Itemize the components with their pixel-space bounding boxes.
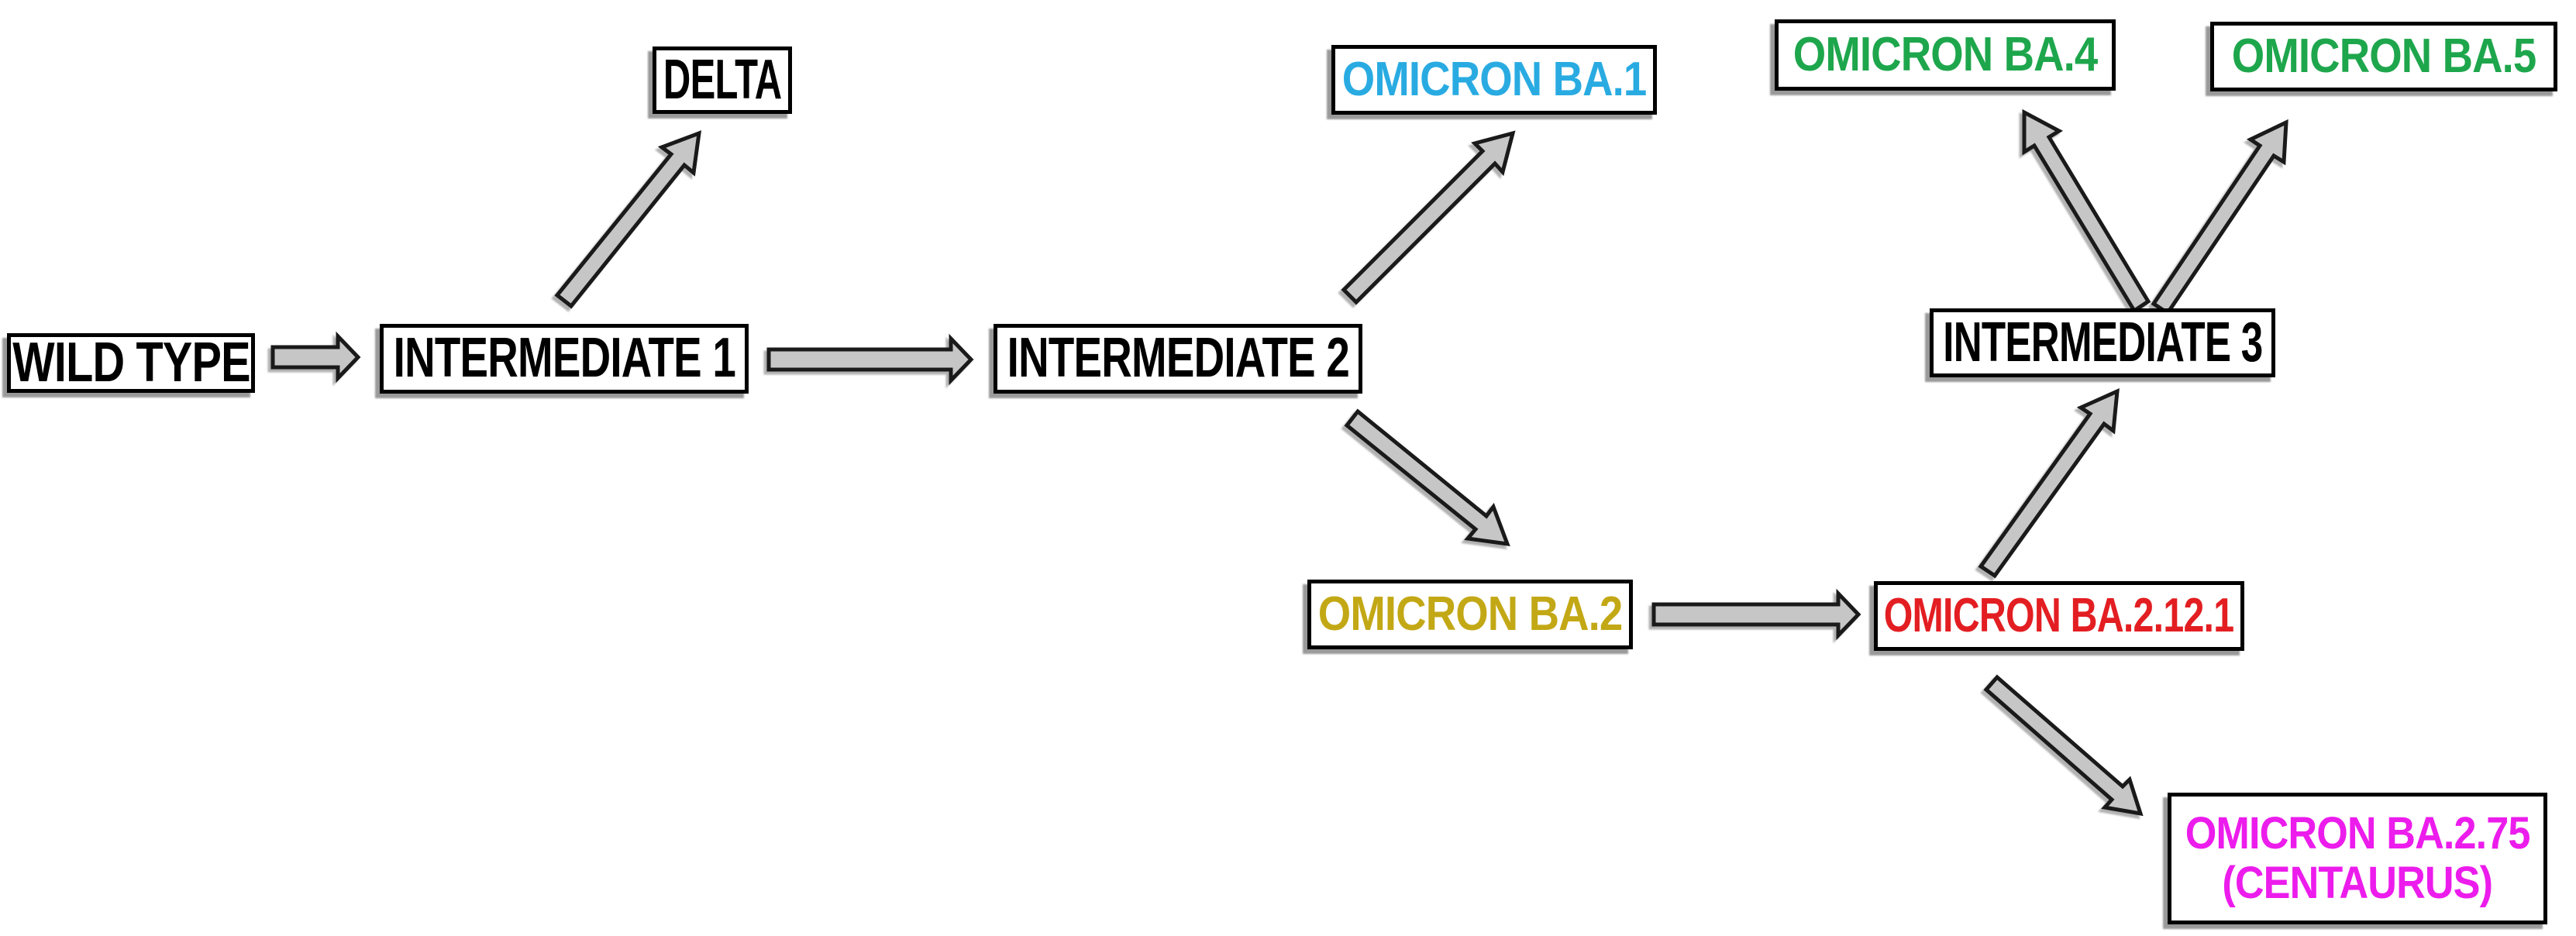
node-omicron-ba2121-label: OMICRON BA.2.12.1 <box>1884 588 2234 642</box>
node-intermediate-2: INTERMEDIATE 2 <box>994 324 1362 394</box>
node-omicron-ba4: OMICRON BA.4 <box>1775 19 2116 91</box>
arrow-omicron-ba2121-to-intermediate3 <box>1978 387 2120 579</box>
node-omicron-ba2121: OMICRON BA.2.12.1 <box>1874 581 2244 651</box>
node-intermediate-1-label: INTERMEDIATE 1 <box>393 327 735 390</box>
arrow-wildtype-to-intermediate1 <box>270 331 361 384</box>
node-omicron-ba1: OMICRON BA.1 <box>1331 45 1657 115</box>
node-delta-label: DELTA <box>663 48 782 111</box>
node-omicron-ba4-label: OMICRON BA.4 <box>1793 27 2098 81</box>
arrow-intermediate2-to-omicron-ba1 <box>1341 130 1516 305</box>
node-omicron-ba275-label-line2: (CENTAURUS) <box>2222 858 2494 908</box>
node-wild-type-label: WILD TYPE <box>12 331 250 394</box>
arrow-omicron-ba2-to-omicron-ba2121 <box>1651 588 1861 641</box>
node-intermediate-3: INTERMEDIATE 3 <box>1930 308 2275 377</box>
node-omicron-ba2: OMICRON BA.2 <box>1307 580 1633 649</box>
node-omicron-ba1-label: OMICRON BA.1 <box>1341 52 1647 106</box>
node-omicron-ba5-label: OMICRON BA.5 <box>2231 29 2536 83</box>
arrow-omicron-ba2121-to-omicron-ba275 <box>1983 674 2144 817</box>
arrow-intermediate2-to-omicron-ba2 <box>1344 408 1510 547</box>
node-omicron-ba275-centaurus: OMICRON BA.2.75 (CENTAURUS) <box>2168 793 2547 924</box>
arrow-intermediate3-to-omicron-ba5 <box>2151 119 2288 316</box>
node-omicron-ba5: OMICRON BA.5 <box>2210 22 2557 91</box>
node-intermediate-3-label: INTERMEDIATE 3 <box>1942 311 2263 373</box>
node-wild-type: WILD TYPE <box>7 331 255 394</box>
arrow-intermediate3-to-omicron-ba4 <box>2022 108 2151 314</box>
node-intermediate-2-label: INTERMEDIATE 2 <box>1007 327 1349 390</box>
node-intermediate-1: INTERMEDIATE 1 <box>380 324 749 394</box>
node-delta: DELTA <box>653 46 792 114</box>
arrow-intermediate1-to-intermediate2 <box>766 333 974 386</box>
node-omicron-ba275-label-line1: OMICRON BA.2.75 <box>2185 808 2531 859</box>
node-omicron-ba2-label: OMICRON BA.2 <box>1317 587 1623 641</box>
arrow-intermediate1-to-delta <box>554 130 702 309</box>
